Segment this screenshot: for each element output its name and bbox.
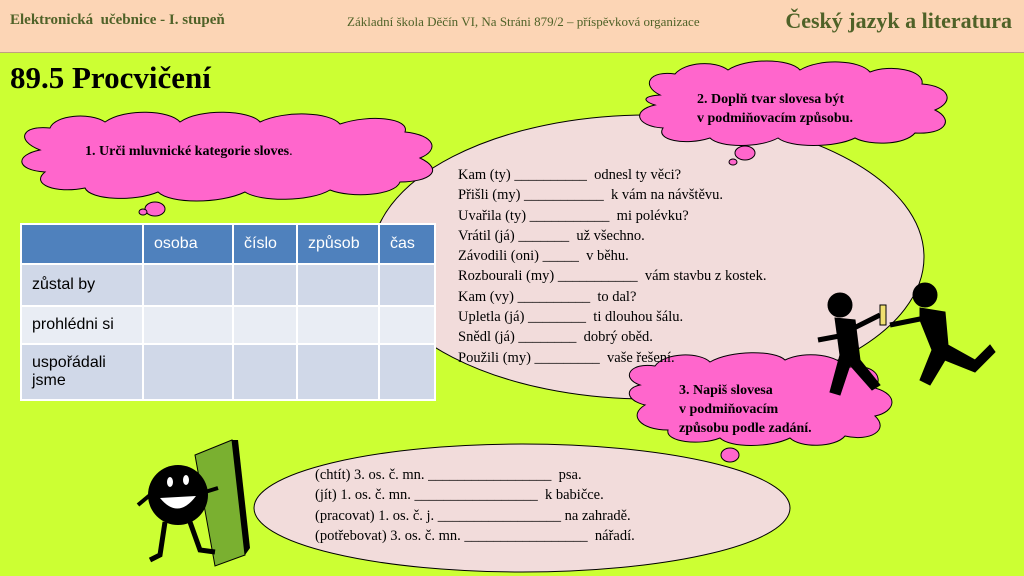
- exercise3-sentences: (chtít) 3. os. č. mn. _________________ …: [315, 465, 635, 546]
- table-row-label: uspořádali jsme: [20, 343, 144, 401]
- table-cell-input[interactable]: [378, 263, 436, 307]
- table-header-empty: [20, 223, 144, 265]
- task3-line3: způsobu podle zadání.: [679, 421, 812, 436]
- exercise3-ellipse: [253, 443, 791, 573]
- task1-text: 1. Urči mluvnické kategorie sloves: [85, 144, 290, 159]
- exercise3-line: (potřebovat) 3. os. č. mn. _____________…: [315, 527, 635, 544]
- exercise2-line: Kam (vy) __________ to dal?: [458, 288, 637, 305]
- table-header-zpusob: způsob: [296, 223, 380, 265]
- task2-line2: v podmiňovacím způsobu.: [697, 111, 853, 126]
- table-cell-input[interactable]: [142, 343, 234, 401]
- page-title: 89.5 Procvičení: [10, 60, 211, 95]
- task2-line1: 2. Doplň tvar slovesa být: [697, 92, 845, 107]
- table-row: zůstal by: [20, 263, 436, 307]
- exercise2-line: Upletla (já) ________ ti dlouhou šálu.: [458, 309, 684, 326]
- exercise2-sentences: Kam (ty) __________ odnesl ty věci? Přiš…: [458, 165, 766, 368]
- table-row: prohlédni si: [20, 305, 436, 345]
- cloud-task2: [639, 60, 948, 166]
- task2-instruction: 2. Doplň tvar slovesa být v podmiňovacím…: [697, 90, 853, 128]
- verb-categories-table: osoba číslo způsob čas zůstal by prohléd…: [20, 223, 436, 401]
- task3-line1: 3. Napiš slovesa: [679, 383, 773, 398]
- exercise3-line: (chtít) 3. os. č. mn. _________________ …: [315, 467, 582, 483]
- runners-illustration: [817, 282, 996, 396]
- table-header-osoba: osoba: [142, 223, 234, 265]
- header-subject: Český jazyk a literatura: [785, 8, 1012, 33]
- table-cell-input[interactable]: [142, 305, 234, 345]
- header-school-name: Základní škola Děčín VI, Na Stráni 879/2…: [347, 14, 700, 29]
- exercise3-line: (jít) 1. os. č. mn. _________________ k …: [315, 487, 604, 504]
- header-bar: Elektronická učebnice - I. stupeň Základ…: [0, 0, 1024, 53]
- table-cell-input[interactable]: [232, 263, 298, 307]
- table-cell-input[interactable]: [232, 305, 298, 345]
- task1-instruction: 1. Urči mluvnické kategorie sloves.: [85, 142, 293, 161]
- exercise3-line: (pracovat) 1. os. č. j. ________________…: [315, 507, 631, 524]
- exercise2-line: Snědl (já) ________ dobrý oběd.: [458, 329, 653, 346]
- exercise2-line: Rozbourali (my) ___________ vám stavbu z…: [458, 268, 767, 285]
- exercise2-line: Uvařila (ty) ___________ mi polévku?: [458, 207, 689, 224]
- task3-line2: v podmiňovacím: [679, 402, 779, 417]
- table-cell-input[interactable]: [232, 343, 298, 401]
- table-cell-input[interactable]: [378, 305, 436, 345]
- table-header-row: osoba číslo způsob čas: [20, 223, 436, 265]
- cloud-task1: [21, 111, 434, 217]
- exercise2-line: Vrátil (já) _______ už všechno.: [458, 227, 645, 244]
- exercise2-line: Použili (my) _________ vaše řešení.: [458, 349, 675, 366]
- table-row-label: zůstal by: [20, 263, 144, 307]
- table-cell-input[interactable]: [296, 305, 380, 345]
- table-header-cislo: číslo: [232, 223, 298, 265]
- table-cell-input[interactable]: [142, 263, 234, 307]
- table-header-cas: čas: [378, 223, 436, 265]
- table-row-label: prohlédni si: [20, 305, 144, 345]
- table-cell-input[interactable]: [296, 343, 380, 401]
- exercise2-line: Závodili (oni) _____ v běhu.: [458, 248, 629, 265]
- task1-suffix: .: [289, 144, 293, 159]
- exercise2-line: Přišli (my) ___________ k vám na návštěv…: [458, 187, 724, 204]
- table-cell-input[interactable]: [296, 263, 380, 307]
- cloud-task3: [628, 352, 893, 463]
- smiley-door-illustration: [136, 439, 250, 567]
- header-textbook-title: Elektronická učebnice - I. stupeň: [10, 12, 225, 28]
- task3-instruction: 3. Napiš slovesa v podmiňovacím způsobu …: [679, 381, 812, 438]
- table-row: uspořádali jsme: [20, 343, 436, 401]
- table-cell-input[interactable]: [378, 343, 436, 401]
- exercise2-line: Kam (ty) __________ odnesl ty věci?: [458, 167, 682, 183]
